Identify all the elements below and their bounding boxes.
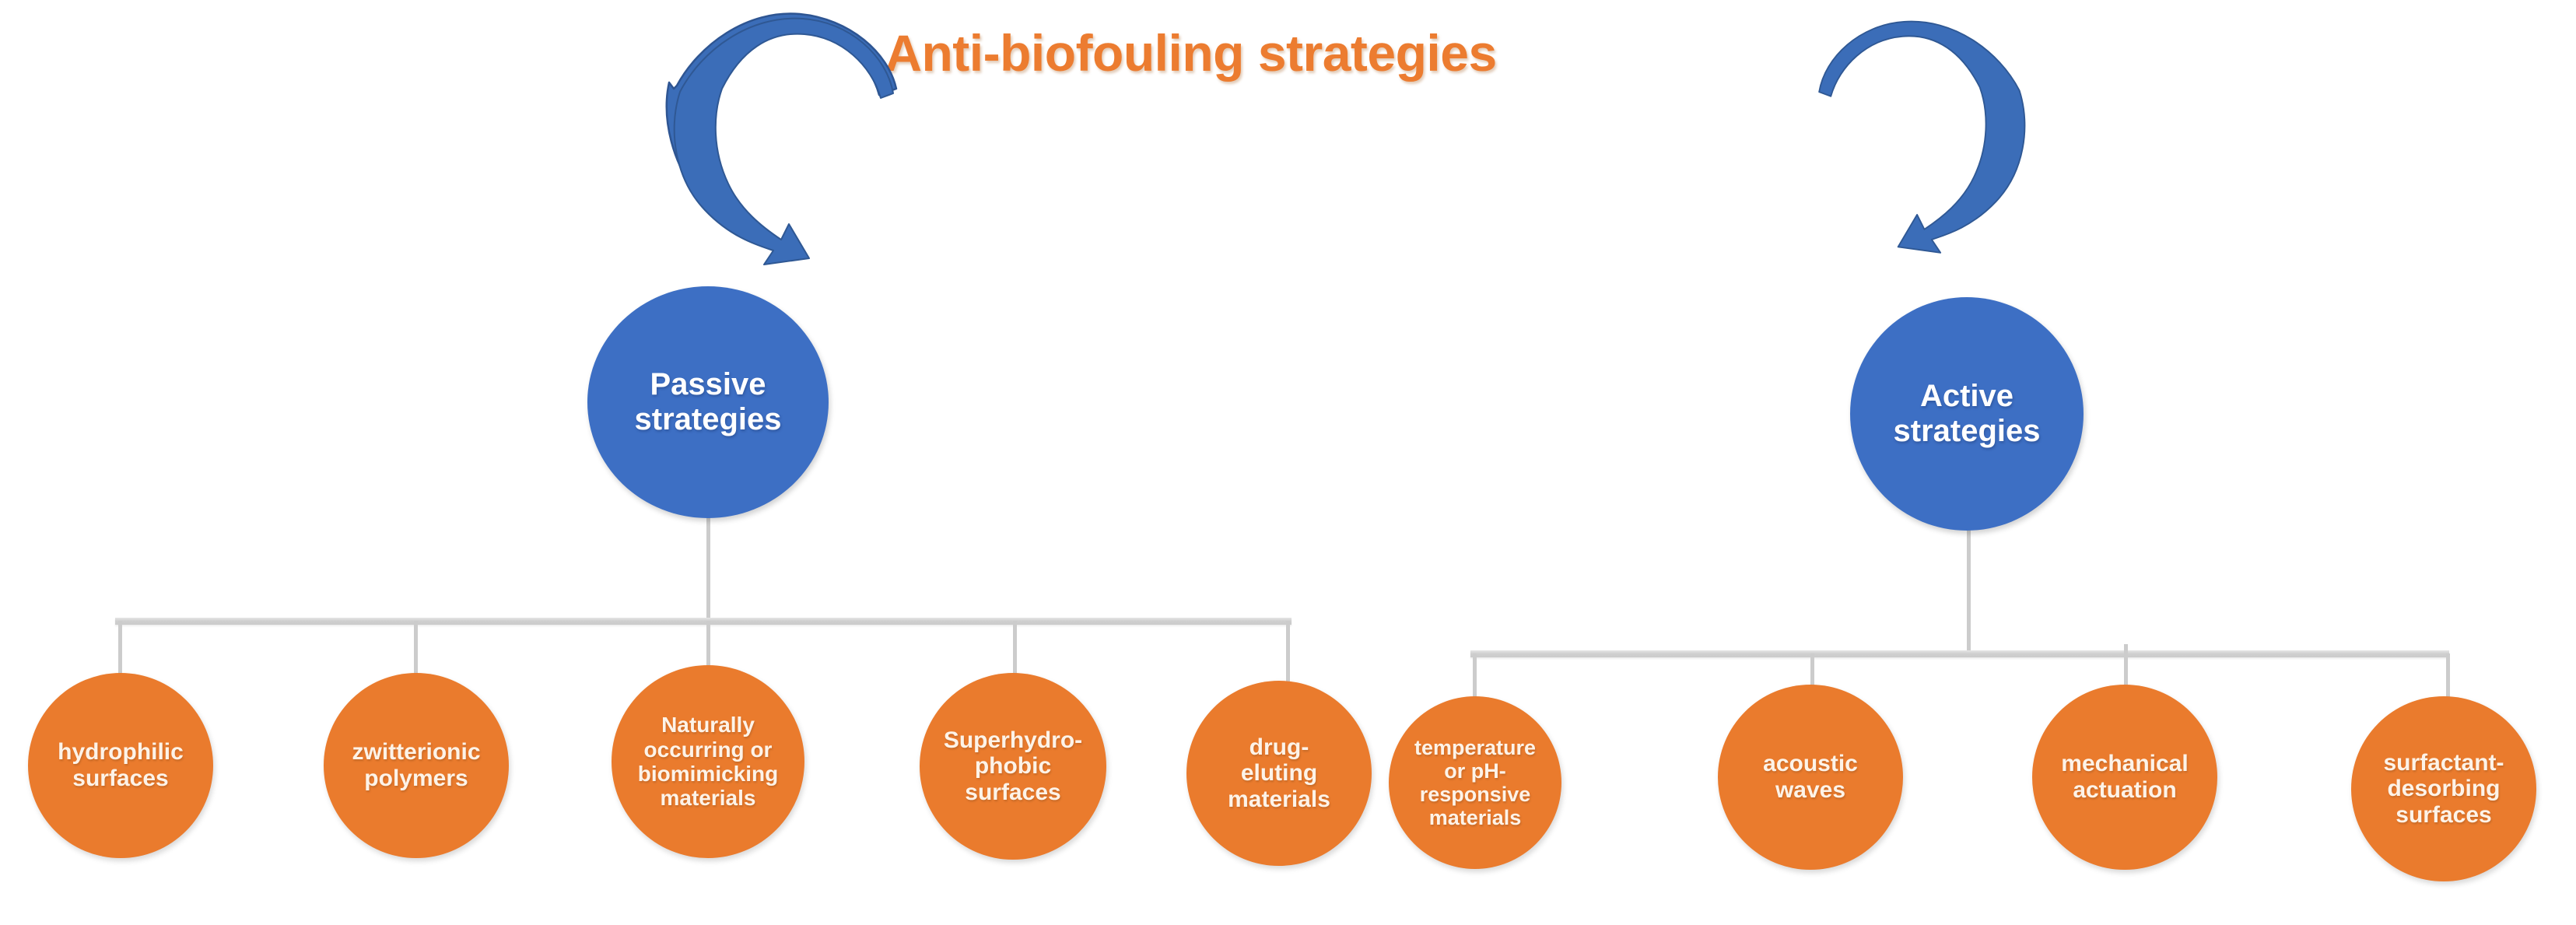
page-title-text: Anti-biofouling strategies xyxy=(885,24,1497,82)
node-superhydrophobic-surfaces[interactable]: Superhydro- phobic surfaces xyxy=(920,673,1106,860)
connector-drop-active-0 xyxy=(1473,653,1477,714)
node-drug-eluting-line1: drug- xyxy=(1249,734,1309,760)
node-naturally-occurring-line2: occurring or xyxy=(643,737,773,762)
node-acoustic-waves-line2: waves xyxy=(1775,777,1846,803)
node-drug-eluting-materials[interactable]: drug- eluting materials xyxy=(1186,681,1372,866)
node-surfactant-desorbing-line1: surfactant- xyxy=(2383,749,2504,776)
connector-stem-active xyxy=(1967,527,1971,657)
node-passive-strategies[interactable]: Passive strategies xyxy=(587,286,829,518)
node-superhydrophobic-line3: surfaces xyxy=(965,779,1061,805)
node-naturally-occurring-line3: biomimicking xyxy=(637,762,779,786)
node-active-strategies[interactable]: Active strategies xyxy=(1850,297,2084,531)
node-mechanical-actuation[interactable]: mechanical actuation xyxy=(2032,685,2217,870)
node-surfactant-desorbing-line2: desorbing xyxy=(2387,776,2501,802)
node-drug-eluting-line3: materials xyxy=(1228,786,1330,812)
node-mechanical-actuation-line2: actuation xyxy=(2073,777,2177,803)
node-zwitterionic-polymers-line2: polymers xyxy=(364,766,468,791)
node-passive-label-line2: strategies xyxy=(634,402,782,436)
connector-drop-passive-1 xyxy=(414,621,418,689)
connector-bar-active xyxy=(1470,650,2449,657)
node-naturally-occurring-line1: Naturally xyxy=(661,713,755,738)
node-temperature-or-ph-responsive-materials[interactable]: temperature or pH- responsive materials xyxy=(1389,696,1561,869)
node-naturally-occurring-or-biomimicking-materials[interactable]: Naturally occurring or biomimicking mate… xyxy=(612,665,804,858)
node-hydrophilic-surfaces-line2: surfaces xyxy=(72,766,169,791)
connector-drop-passive-2 xyxy=(706,621,710,685)
connector-drop-active-3 xyxy=(2446,653,2450,714)
page-title: Anti-biofouling strategies xyxy=(0,23,2576,82)
node-temperature-ph-line3: responsive xyxy=(1419,783,1531,806)
node-mechanical-actuation-line1: mechanical xyxy=(2061,751,2189,777)
connector-drop-passive-0 xyxy=(118,621,122,689)
node-zwitterionic-polymers[interactable]: zwitterionic polymers xyxy=(324,673,509,858)
curved-arrow-down-right-icon xyxy=(665,12,898,265)
node-passive-label-line1: Passive xyxy=(650,367,766,402)
node-active-label-line1: Active xyxy=(1919,379,2014,414)
node-hydrophilic-surfaces[interactable]: hydrophilic surfaces xyxy=(28,673,213,858)
connector-drop-active-1 xyxy=(1810,653,1814,702)
node-active-label-line2: strategies xyxy=(1893,414,2041,448)
connector-drop-passive-4 xyxy=(1286,621,1290,696)
node-acoustic-waves[interactable]: acoustic waves xyxy=(1718,685,1903,870)
node-surfactant-desorbing-surfaces[interactable]: surfactant- desorbing surfaces xyxy=(2351,696,2536,881)
connector-drop-active-2 xyxy=(2124,644,2128,702)
node-acoustic-waves-line1: acoustic xyxy=(1763,751,1858,777)
node-hydrophilic-surfaces-line1: hydrophilic xyxy=(58,739,184,766)
node-temperature-ph-line4: materials xyxy=(1428,806,1522,830)
connector-drop-passive-3 xyxy=(1013,621,1017,689)
node-surfactant-desorbing-line3: surfaces xyxy=(2396,801,2492,828)
curved-arrow-down-left-icon xyxy=(1818,20,2026,254)
node-naturally-occurring-line4: materials xyxy=(660,786,756,811)
node-temperature-ph-line2: or pH- xyxy=(1444,759,1506,783)
node-drug-eluting-line2: eluting xyxy=(1240,760,1318,787)
node-zwitterionic-polymers-line1: zwitterionic xyxy=(352,739,481,766)
connector-stem-passive xyxy=(706,513,710,624)
node-superhydrophobic-line2: phobic xyxy=(974,753,1052,780)
node-temperature-ph-line1: temperature xyxy=(1414,735,1537,759)
connector-bar-passive xyxy=(115,618,1292,625)
node-superhydrophobic-line1: Superhydro- xyxy=(943,727,1083,753)
